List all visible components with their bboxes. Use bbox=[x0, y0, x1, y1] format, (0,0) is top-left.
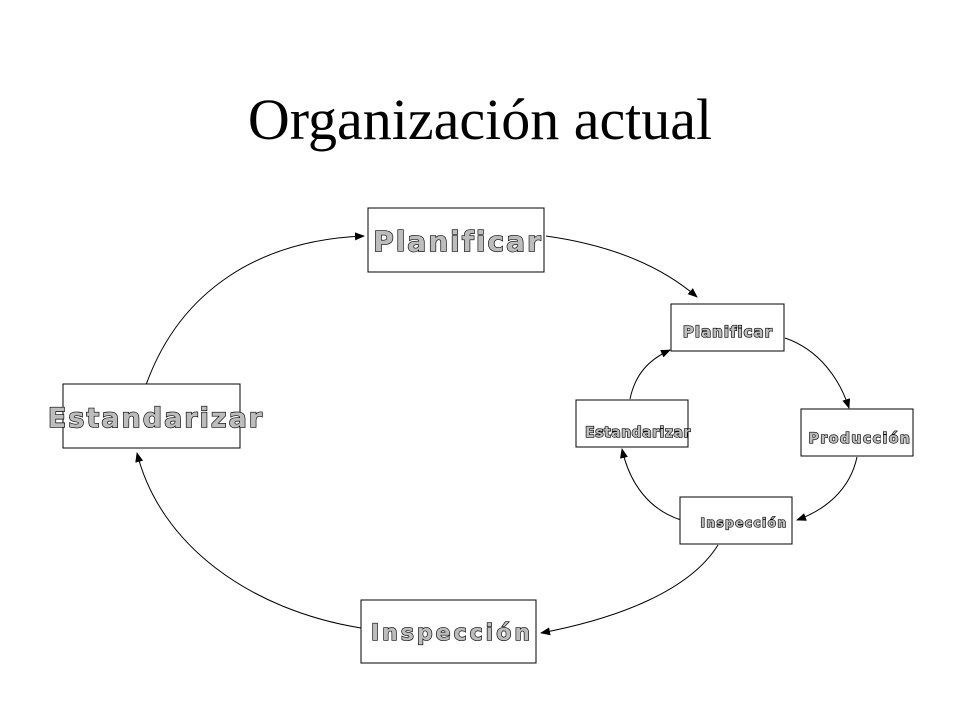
outer-estandarizar-label: Estandarizar bbox=[48, 403, 264, 434]
arrow-inner-inspeccion-to-outer-inspeccion bbox=[540, 544, 719, 636]
inner-planificar-node: Planificar bbox=[670, 303, 785, 352]
arrow-inner-produccion-to-inspeccion bbox=[796, 456, 858, 521]
page-title: Organización actual bbox=[247, 87, 713, 152]
arrow-inner-planificar-to-produccion bbox=[784, 337, 851, 409]
arrow-inner-estandarizar-to-planificar bbox=[629, 349, 671, 400]
inner-produccion-node: Producción bbox=[800, 408, 914, 457]
inner-inspeccion-node: Inspección bbox=[679, 496, 793, 545]
outer-estandarizar-node: Estandarizar bbox=[47, 383, 264, 449]
arrow-inner-inspeccion-to-estandarizar bbox=[620, 448, 682, 521]
inner-produccion-label: Producción bbox=[809, 431, 912, 447]
inner-inspeccion-label: Inspección bbox=[700, 516, 787, 530]
inner-estandarizar-node: Estandarizar bbox=[575, 399, 691, 448]
arrow-outer-planificar-to-inner-planificar bbox=[545, 235, 698, 298]
outer-inspeccion-node: Inspección bbox=[360, 599, 537, 664]
outer-planificar-label: Planificar bbox=[373, 225, 543, 258]
outer-inspeccion-label: Inspección bbox=[371, 621, 533, 646]
arrow-outer-inspeccion-to-estandarizar bbox=[135, 452, 362, 629]
arrow-outer-estandarizar-to-planificar bbox=[145, 232, 365, 386]
inner-estandarizar-label: Estandarizar bbox=[585, 425, 691, 441]
inner-planificar-label: Planificar bbox=[683, 323, 773, 341]
outer-planificar-node: Planificar bbox=[367, 207, 545, 273]
